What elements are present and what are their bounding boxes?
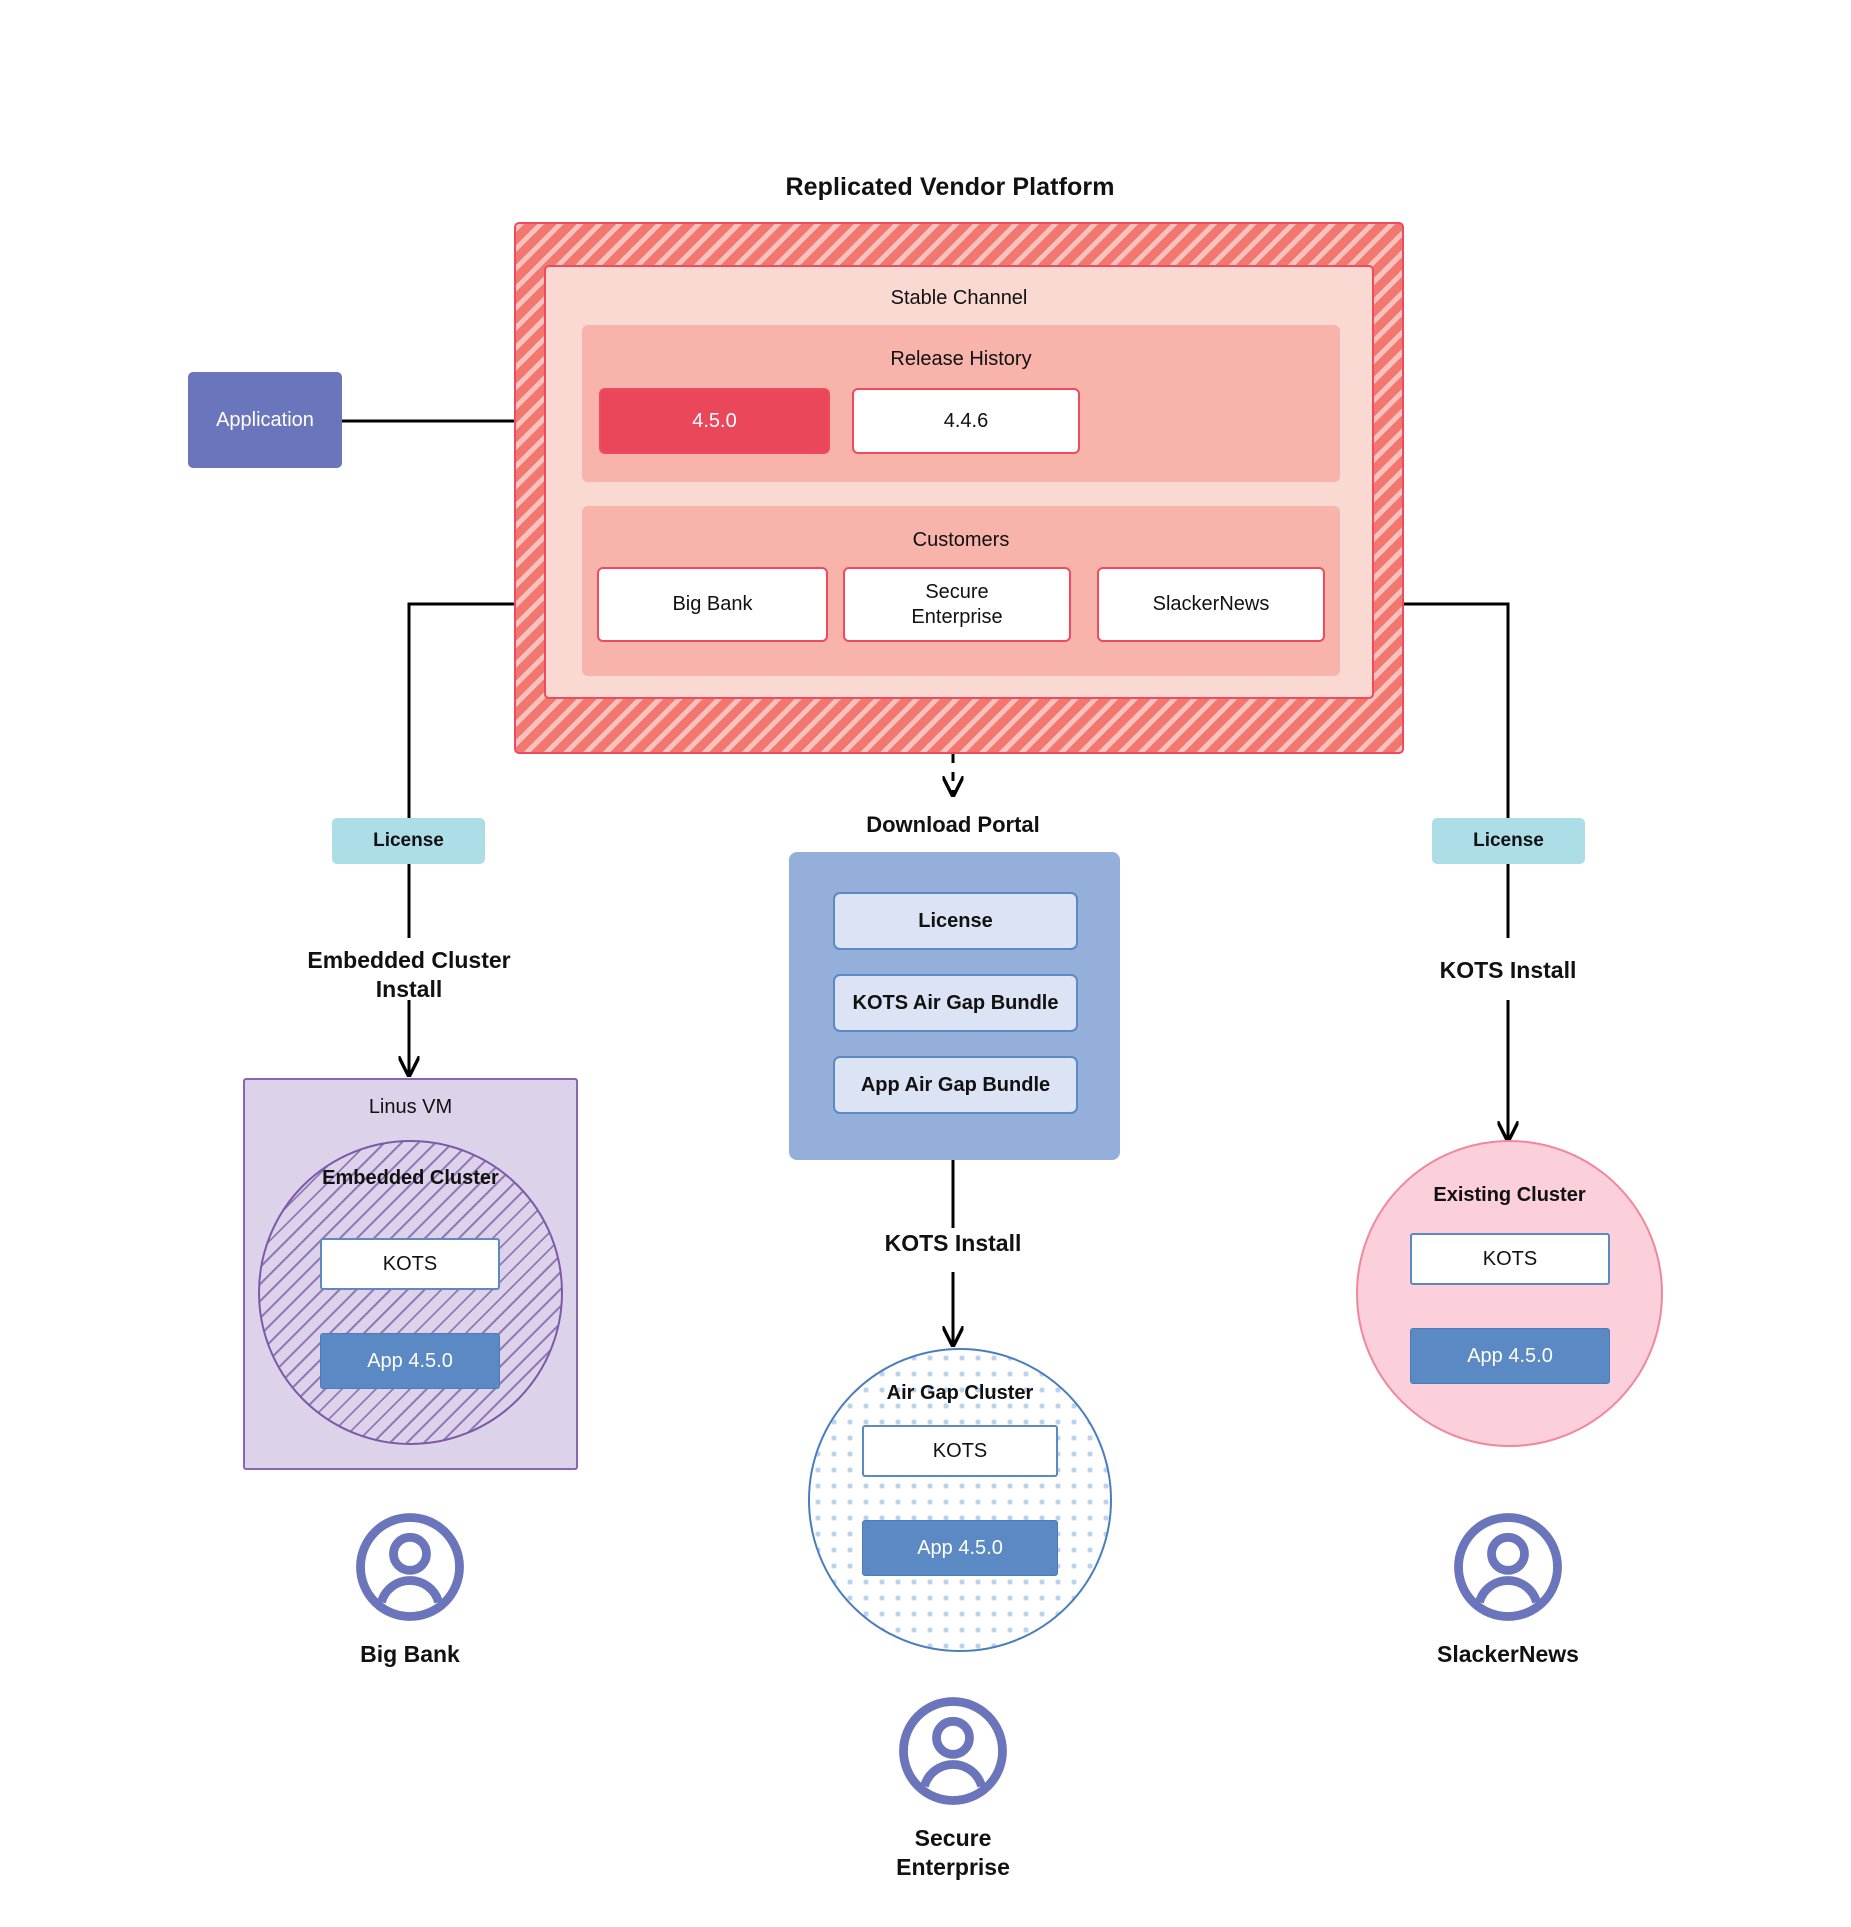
persona-slackernews-name: SlackerNews	[1437, 1641, 1579, 1667]
customer-card-big-bank[interactable]: Big Bank	[597, 567, 828, 642]
embedded-cluster-label: Embedded Cluster	[322, 1166, 499, 1189]
right-license-pill[interactable]: License	[1432, 818, 1585, 864]
portal-item-app-air-gap-bundle[interactable]: App Air Gap Bundle	[833, 1056, 1078, 1114]
middle-kots-box[interactable]: KOTS	[862, 1425, 1058, 1477]
right-kots-label: KOTS	[1482, 1247, 1538, 1270]
user-avatar-icon	[356, 1513, 464, 1621]
air-gap-cluster-circle	[808, 1348, 1112, 1652]
download-portal-title: Download Portal	[866, 812, 1040, 838]
persona-big-bank-avatar	[355, 1512, 465, 1622]
right-license-label: License	[1473, 830, 1544, 852]
existing-cluster-label: Existing Cluster	[1433, 1183, 1586, 1206]
left-kots-box[interactable]: KOTS	[320, 1238, 500, 1290]
user-avatar-icon	[899, 1697, 1007, 1805]
release-version: 4.5.0	[692, 409, 737, 432]
customer-card-secure-enterprise[interactable]: Secure Enterprise	[843, 567, 1071, 642]
left-app-label: App 4.5.0	[367, 1349, 453, 1372]
persona-secure-enterprise-name: Secure Enterprise	[896, 1825, 1010, 1880]
middle-install-label: KOTS Install	[884, 1229, 1022, 1256]
linux-vm-label: Linus VM	[368, 1095, 453, 1118]
persona-big-bank-name: Big Bank	[360, 1641, 460, 1667]
customer-card-slackernews[interactable]: SlackerNews	[1097, 567, 1325, 642]
middle-app-label: App 4.5.0	[917, 1536, 1003, 1559]
right-install-label: KOTS Install	[1439, 956, 1577, 983]
left-install-label: Embedded Cluster Install	[307, 947, 511, 1002]
right-kots-box[interactable]: KOTS	[1410, 1233, 1610, 1285]
right-app-label: App 4.5.0	[1467, 1344, 1553, 1367]
air-gap-cluster-label: Air Gap Cluster	[886, 1381, 1034, 1404]
user-avatar-icon	[1454, 1513, 1562, 1621]
customer-name: Secure Enterprise	[911, 580, 1003, 628]
portal-item-label: License	[918, 909, 993, 932]
left-license-label: License	[373, 830, 444, 852]
left-license-pill[interactable]: License	[332, 818, 485, 864]
portal-item-license[interactable]: License	[833, 892, 1078, 950]
application-label: Application	[216, 408, 314, 431]
release-item-current[interactable]: 4.5.0	[599, 388, 830, 454]
release-item-previous[interactable]: 4.4.6	[852, 388, 1080, 454]
right-app-box[interactable]: App 4.5.0	[1410, 1328, 1610, 1384]
release-version: 4.4.6	[943, 409, 989, 432]
left-app-box[interactable]: App 4.5.0	[320, 1333, 500, 1389]
customer-name: SlackerNews	[1152, 593, 1270, 615]
portal-item-kots-air-gap-bundle[interactable]: KOTS Air Gap Bundle	[833, 974, 1078, 1032]
left-kots-label: KOTS	[382, 1252, 438, 1275]
existing-cluster-circle	[1356, 1140, 1663, 1447]
persona-secure-enterprise-avatar	[898, 1696, 1008, 1806]
embedded-cluster-circle	[258, 1140, 563, 1445]
middle-app-box[interactable]: App 4.5.0	[862, 1520, 1058, 1576]
portal-item-label: App Air Gap Bundle	[860, 1073, 1051, 1096]
portal-item-label: KOTS Air Gap Bundle	[852, 991, 1059, 1014]
release-history-title: Release History	[890, 348, 1032, 370]
stable-channel-title: Stable Channel	[890, 286, 1028, 309]
customer-name: Big Bank	[672, 593, 753, 615]
middle-kots-label: KOTS	[932, 1439, 988, 1462]
persona-slackernews-avatar	[1453, 1512, 1563, 1622]
application-node[interactable]: Application	[188, 372, 342, 468]
page-title: Replicated Vendor Platform	[785, 173, 1115, 202]
customers-title: Customers	[912, 529, 1010, 551]
